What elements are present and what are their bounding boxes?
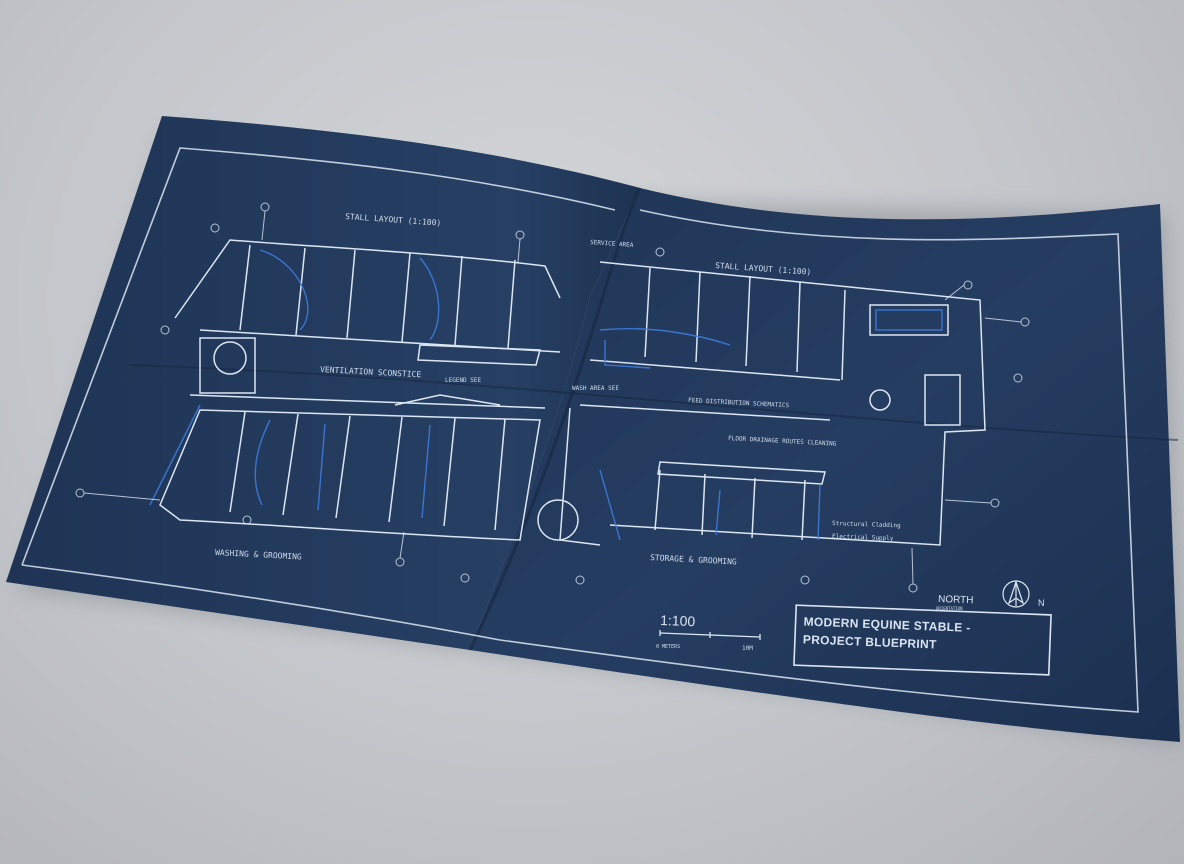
floor-plan-left-blue	[149, 249, 440, 519]
north-label: NORTH	[938, 594, 974, 606]
vertical-fold	[468, 187, 642, 651]
scale-ratio: 1:100	[660, 612, 696, 629]
right-left-label: WASH AREA SEE	[572, 385, 619, 392]
right-tag-label: SERVICE AREA	[590, 239, 634, 249]
title-line-1: MODERN EQUINE STABLE -	[803, 614, 970, 634]
scale-start: 0 METERS	[656, 644, 680, 650]
dimension-marks-left	[75, 202, 525, 583]
right-legend-b: Electrical Supply	[832, 533, 894, 542]
blueprint-left-sheet	[6, 116, 640, 650]
north-indicator: NORTH ORIENTATION N	[936, 580, 1045, 611]
north-letter: N	[1038, 598, 1045, 608]
left-small-label: LEGEND SEE	[445, 377, 482, 384]
title-block-frame	[793, 604, 1052, 676]
blueprint-right-sheet	[470, 188, 1180, 742]
north-sub: ORIENTATION	[936, 606, 963, 611]
title-line-2: PROJECT BLUEPRINT	[803, 632, 938, 651]
right-legend-a: Structural Cladding	[832, 520, 901, 529]
sheet-border	[21, 147, 1139, 713]
horizontal-fold	[129, 364, 1179, 441]
scale-bar: 1:100 0 METERS 10M	[656, 612, 761, 652]
dimension-marks-right	[575, 247, 1030, 593]
floor-plan-left	[159, 239, 561, 541]
scale-end: 10M	[742, 645, 753, 652]
floor-plan-right-blue	[599, 309, 943, 541]
title-block: MODERN EQUINE STABLE - PROJECT BLUEPRINT	[793, 604, 1052, 676]
north-arrow-icon	[1002, 580, 1030, 608]
floor-plan-right	[537, 261, 986, 546]
